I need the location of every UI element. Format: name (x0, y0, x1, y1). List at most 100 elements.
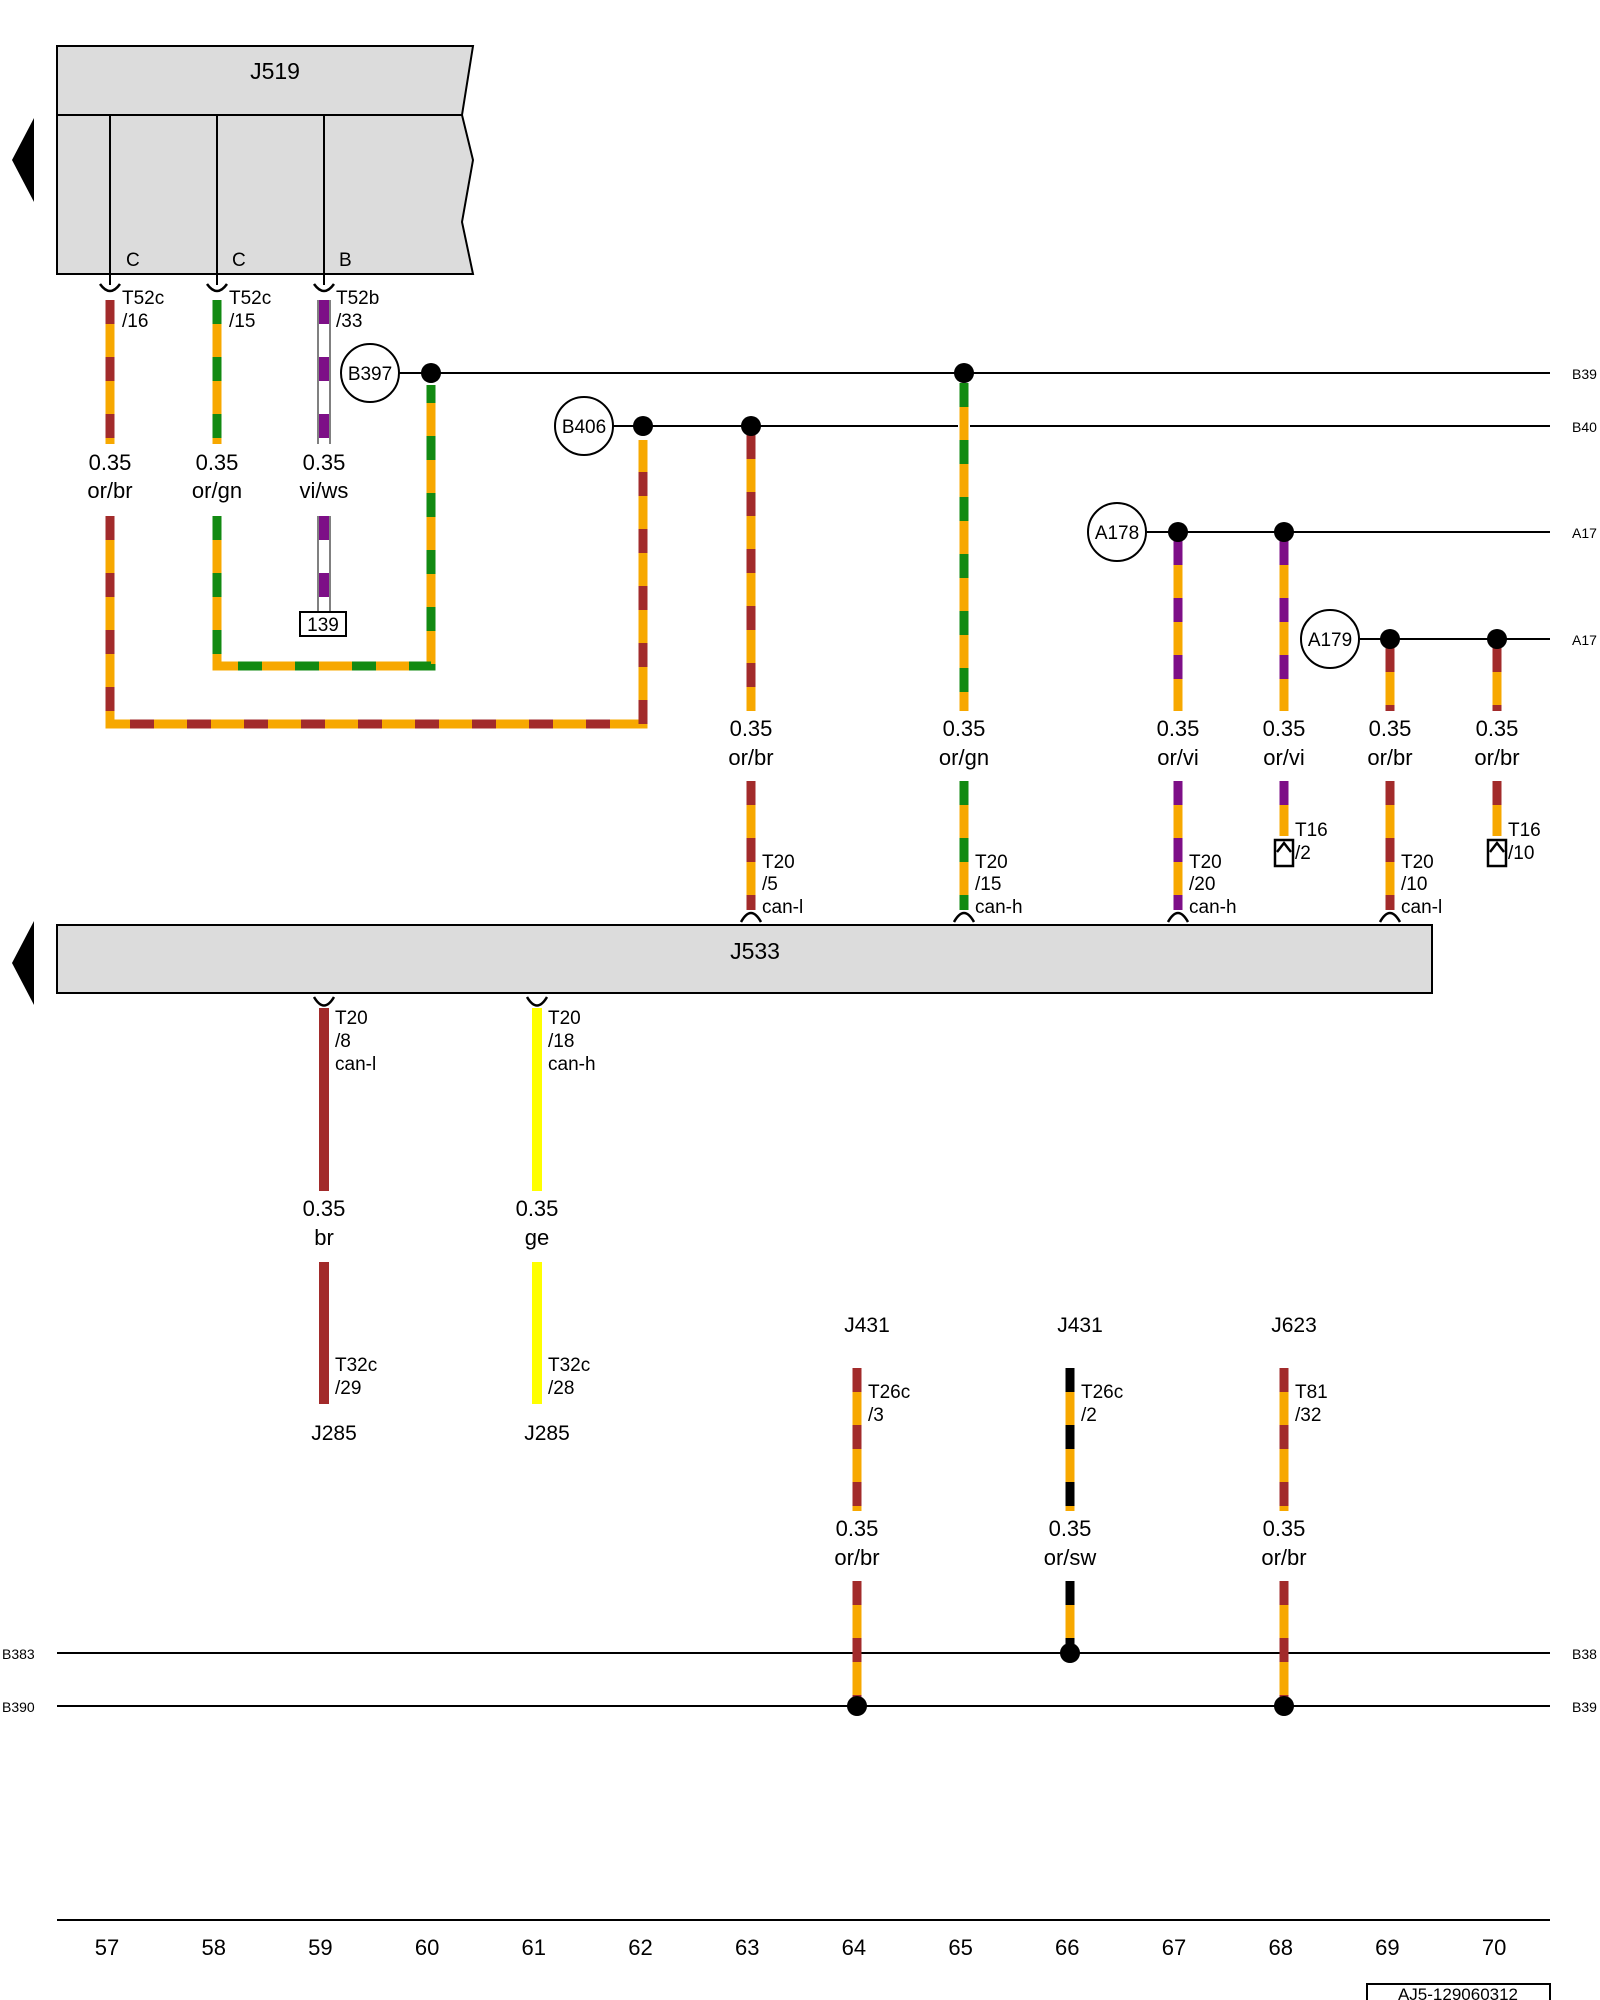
pin-w68-2: /2 (1295, 843, 1311, 864)
j519-pin-letter-3: B (339, 250, 352, 271)
wires (105, 300, 1502, 1706)
gauge-w65: 0.35 (943, 716, 986, 741)
pin2-w61b-1: T32c (548, 1355, 590, 1376)
pin-w69-3: can-l (1401, 897, 1442, 918)
pin-w64-1: T26c (868, 1382, 910, 1403)
column-number: 67 (1162, 1935, 1186, 1960)
pin-w67-1: T20 (1189, 852, 1222, 873)
column-number: 69 (1375, 1935, 1399, 1960)
color-w57: or/br (87, 478, 132, 503)
column-number: 60 (415, 1935, 439, 1960)
pin-w68b-2: /32 (1295, 1405, 1321, 1426)
wire-57-or-br (105, 300, 648, 729)
color-w58: or/gn (192, 478, 242, 503)
bus-lines (57, 372, 1550, 1707)
pin-w70-2: /10 (1508, 843, 1534, 864)
bus-label-b40: B40 (1572, 419, 1597, 435)
pin-w69-2: /10 (1401, 874, 1427, 895)
pin-w59b-1: T20 (335, 1008, 368, 1029)
wire-59-vi-ws (317, 300, 331, 612)
gauge-w69: 0.35 (1369, 716, 1412, 741)
pin2-w59b-2: /29 (335, 1378, 361, 1399)
column-number: 61 (522, 1935, 546, 1960)
pin-w63-2: /5 (762, 874, 778, 895)
pin-w61b-1: T20 (548, 1008, 581, 1029)
color-w70: or/br (1474, 745, 1519, 770)
gauge-w61b: 0.35 (516, 1196, 559, 1221)
pin-w59-2: /33 (336, 311, 362, 332)
color-w59b: br (314, 1225, 334, 1250)
pin-w65-2: /15 (975, 874, 1001, 895)
pin-w65-1: T20 (975, 852, 1008, 873)
component-label-j285-a: J285 (311, 1422, 357, 1445)
pin-w58-2: /15 (229, 311, 255, 332)
pin-w70-1: T16 (1508, 820, 1541, 841)
pin-w64-2: /3 (868, 1405, 884, 1426)
pin-w63-3: can-l (762, 897, 803, 918)
gauge-w59b: 0.35 (303, 1196, 346, 1221)
color-w66: or/sw (1044, 1545, 1097, 1570)
pin-w57-2: /16 (122, 311, 148, 332)
reference-label-139: 139 (307, 615, 339, 636)
connection-b397: B397 (348, 364, 392, 385)
j519-pin-letter-1: C (126, 250, 140, 271)
column-number: 66 (1055, 1935, 1079, 1960)
reference-box-139: 139 (299, 611, 347, 637)
bus-labels: B39 B40 A17 A17 B383 B390 B38 B39 (2, 366, 1597, 1715)
gauge-w59: 0.35 (303, 450, 346, 475)
pin-w66-1: T26c (1081, 1382, 1123, 1403)
component-label-j533: J533 (730, 938, 780, 964)
color-w59: vi/ws (300, 478, 349, 503)
component-label-j519: J519 (250, 58, 300, 84)
color-w63: or/br (728, 745, 773, 770)
left-arrow-icon-j533[interactable] (12, 921, 34, 1005)
pin-w68-1: T16 (1295, 820, 1328, 841)
pin-w59b-2: /8 (335, 1031, 351, 1052)
color-w68: or/vi (1263, 745, 1305, 770)
bus-label-b39: B39 (1572, 366, 1597, 382)
gauge-w57: 0.35 (89, 450, 132, 475)
component-label-j431-b: J431 (1057, 1314, 1103, 1337)
bus-label-a179: A17 (1572, 632, 1597, 648)
color-w68b: or/br (1261, 1545, 1306, 1570)
gauge-w67: 0.35 (1157, 716, 1200, 741)
column-number: 57 (95, 1935, 119, 1960)
pin2-w59b-1: T32c (335, 1355, 377, 1376)
bus-label-b383-left: B383 (2, 1646, 35, 1662)
pin-w67-2: /20 (1189, 874, 1215, 895)
column-number: 65 (948, 1935, 972, 1960)
column-number: 64 (842, 1935, 866, 1960)
pin-w69-1: T20 (1401, 852, 1434, 873)
component-references: J285 J285 J431 J431 J623 (311, 1314, 1317, 1445)
color-w69: or/br (1367, 745, 1412, 770)
gauge-w64: 0.35 (836, 1516, 879, 1541)
pin-w58-1: T52c (229, 288, 271, 309)
gauge-w66: 0.35 (1049, 1516, 1092, 1541)
pin-w65-3: can-h (975, 897, 1023, 918)
pin-w57-1: T52c (122, 288, 164, 309)
left-arrow-icon-j519[interactable] (12, 118, 34, 202)
pin-w59-1: T52b (336, 288, 379, 309)
wire-58-or-gn (212, 300, 436, 671)
color-w65: or/gn (939, 745, 989, 770)
pin-w61b-3: can-h (548, 1054, 596, 1075)
bus-label-b390-left: B390 (2, 1699, 35, 1715)
pin-w66-2: /2 (1081, 1405, 1097, 1426)
gauge-w68: 0.35 (1263, 716, 1306, 741)
j519-pin-letter-2: C (232, 250, 246, 271)
column-number: 58 (201, 1935, 225, 1960)
pin-w59b-3: can-l (335, 1054, 376, 1075)
connector-symbols (98, 283, 1508, 1007)
bus-label-a178: A17 (1572, 525, 1597, 541)
doc-id: AJ5-129060312 (1398, 1985, 1518, 2000)
component-j533: J533 (56, 924, 1433, 994)
gauge-w70: 0.35 (1476, 716, 1519, 741)
component-label-j285-b: J285 (524, 1422, 570, 1445)
column-number: 68 (1268, 1935, 1292, 1960)
pin-w67-3: can-h (1189, 897, 1237, 918)
bus-label-b383-right: B38 (1572, 1646, 1597, 1662)
color-w67: or/vi (1157, 745, 1199, 770)
connection-a179: A179 (1308, 630, 1352, 651)
gauge-w58: 0.35 (196, 450, 239, 475)
